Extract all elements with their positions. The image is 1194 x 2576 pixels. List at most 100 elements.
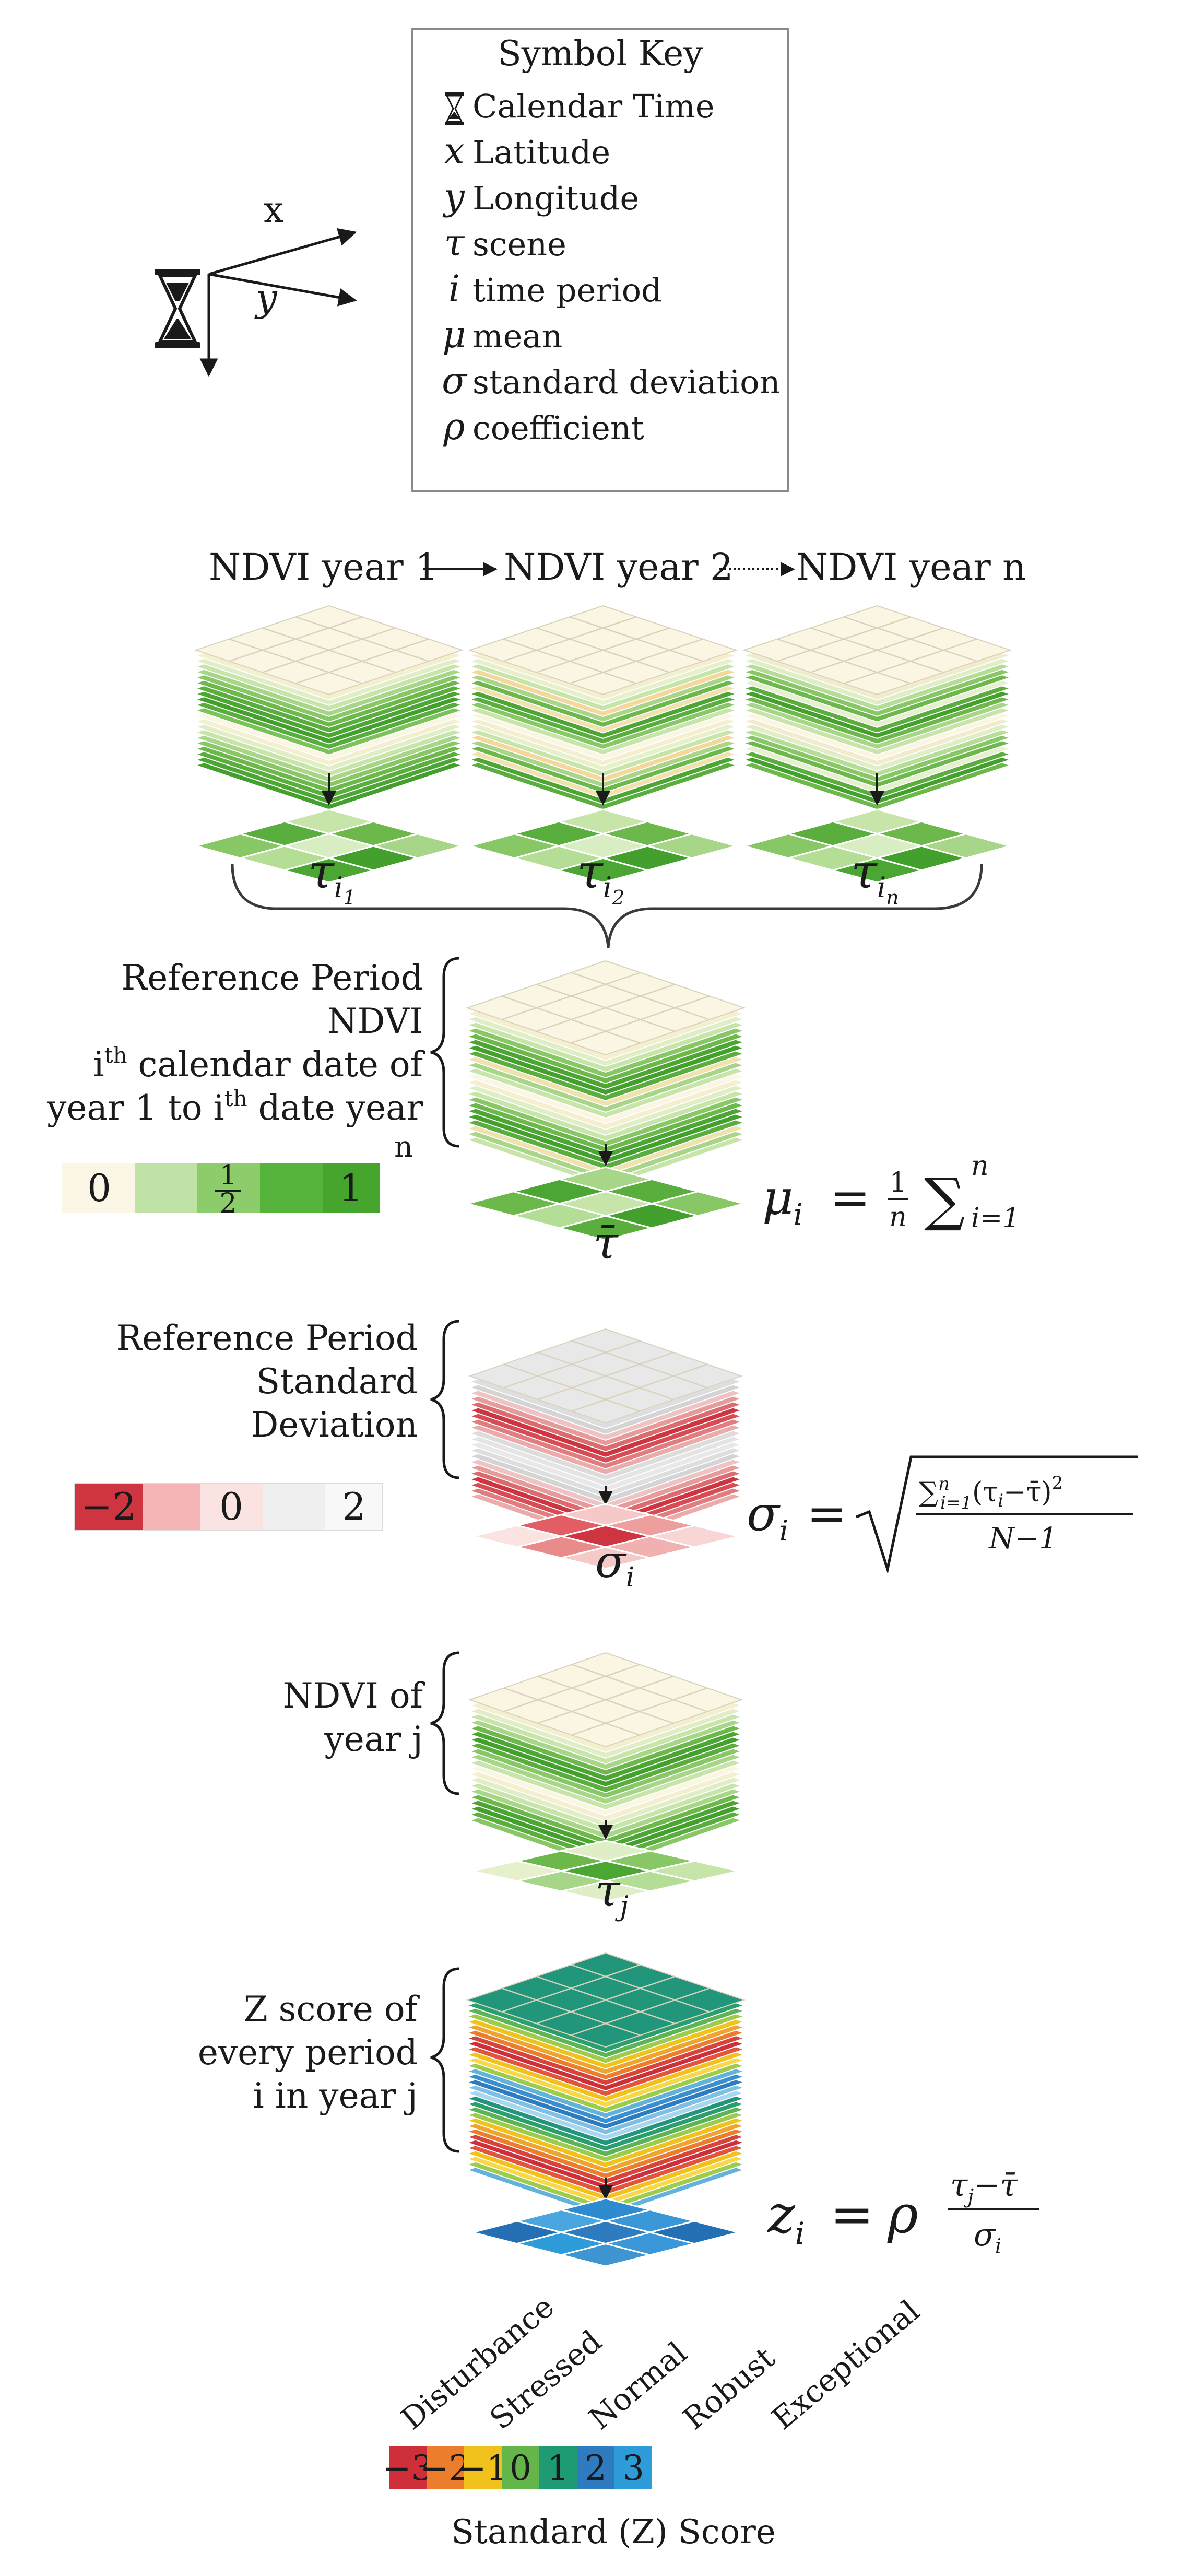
symbol-key-row: Calendar Time — [445, 87, 715, 125]
ndvi-legend-label-half-den: 2 — [219, 1188, 237, 1219]
z-legend-cell — [577, 2446, 614, 2489]
z-legend-value: 3 — [622, 2448, 644, 2488]
year-j-caption-2: year j — [324, 1719, 423, 1759]
z-legend-cell — [427, 2446, 464, 2489]
ref-mean-scene-label: τ̄ — [593, 1217, 619, 1269]
z-legend-title: Standard (Z) Score — [451, 2513, 775, 2551]
svg-text:∑: ∑ — [924, 1166, 965, 1233]
sd-legend-label-neg2: −2 — [81, 1485, 136, 1528]
reference-sd-tile — [472, 1503, 739, 1570]
svg-text:=: = — [830, 2184, 874, 2245]
z-legend-cell — [614, 2446, 652, 2489]
svg-text:∑ni=1(τi−τ̄)2: ∑ni=1(τi−τ̄)2 — [919, 1473, 1063, 1513]
z-formula: zi = ρ τj−τ̄ σi — [767, 2167, 1039, 2257]
ref-sd-caption-1: Reference Period — [116, 1318, 418, 1358]
ref-mean-brace — [430, 957, 460, 1148]
symbol-key-label: scene — [472, 225, 566, 263]
scene-label-n: τin — [851, 844, 899, 909]
symbol-key-symbol: ρ — [443, 405, 465, 448]
symbol-key-label: Latitude — [472, 133, 610, 171]
ref-sd-caption-3: Deviation — [251, 1405, 418, 1445]
svg-text:i=1: i=1 — [971, 1203, 1020, 1234]
reference-sd-stack — [468, 1328, 743, 1545]
symbol-key-label: standard deviation — [472, 363, 781, 401]
z-legend-value: 0 — [510, 2448, 531, 2488]
ndvi-legend-label-half-num: 1 — [219, 1160, 237, 1191]
ref-mean-n-label: n — [394, 1130, 413, 1164]
ndvi-year-n-label: NDVI year n — [796, 546, 1026, 589]
sd-legend-cell-2 — [200, 1483, 263, 1530]
year-j-brace — [430, 1651, 460, 1795]
z-caption-2: every period — [198, 2032, 418, 2073]
ndvi-legend-label-1: 1 — [339, 1166, 363, 1210]
symbol-key-symbol: σ — [442, 359, 468, 402]
sd-legend-cell-1 — [143, 1483, 200, 1530]
hourglass-icon — [155, 269, 200, 348]
svg-text:N−1: N−1 — [988, 1522, 1058, 1556]
grouping-brace — [231, 864, 983, 948]
scene-label-1: τi1 — [308, 844, 356, 909]
mean-formula: μi = 1 n ∑ n i=1 — [762, 1150, 1020, 1234]
ndvi-year-tile — [467, 808, 739, 884]
symbol-key-symbol: x — [444, 130, 464, 172]
ref-sd-brace — [430, 1320, 460, 1479]
axes-diagram: x y — [155, 190, 357, 377]
symbol-key-label: Longitude — [472, 179, 639, 217]
x-axis-arrow — [208, 228, 357, 276]
svg-text:=: = — [830, 1170, 870, 1226]
z-legend-value: −1 — [457, 2448, 508, 2488]
ndvi-year-tile — [193, 808, 465, 884]
z-legend-value: −3 — [382, 2448, 433, 2488]
raster-stacks — [193, 605, 1013, 2267]
year-j-stack — [468, 1652, 743, 1868]
sd-legend-cell-0 — [75, 1483, 143, 1530]
svg-text:=: = — [807, 1486, 847, 1542]
ndvi-legend-cell-3 — [260, 1163, 323, 1213]
svg-text:n: n — [971, 1150, 989, 1182]
svg-text:1: 1 — [889, 1167, 906, 1198]
z-legend-cell — [389, 2446, 427, 2489]
ref-sd-scene-label: σi — [595, 1536, 634, 1593]
ndvi-legend-cell-4 — [323, 1163, 380, 1213]
z-legend-cell — [464, 2446, 502, 2489]
symbol-key-box — [411, 28, 789, 492]
z-score-tile — [472, 2197, 739, 2267]
symbol-key-label: time period — [472, 271, 662, 309]
z-caption-1: Z score of — [244, 1989, 420, 2029]
sd-legend: −2 0 2 — [74, 1483, 383, 1531]
reference-mean-stack — [465, 960, 746, 1188]
ndvi-legend-cell-1 — [135, 1163, 197, 1213]
symbol-key-symbol: τ — [444, 221, 465, 264]
scene-label-2: τi2 — [577, 844, 624, 909]
z-legend-value: −2 — [420, 2448, 470, 2488]
z-score-section: Z score of every period i in year j zi =… — [198, 1967, 1039, 2257]
year-j-caption-1: NDVI of — [283, 1676, 425, 1716]
ndvi-legend: 0 1 2 1 — [62, 1160, 380, 1219]
sd-legend-label-0: 0 — [219, 1485, 243, 1528]
symbol-key-label: Calendar Time — [472, 87, 715, 125]
sd-legend-label-2: 2 — [342, 1485, 366, 1528]
z-score-stack — [465, 1952, 746, 2218]
svg-text:ρ: ρ — [887, 2184, 918, 2245]
z-legend-category: Exceptional — [765, 2293, 926, 2437]
y-axis-label: y — [254, 276, 278, 320]
hourglass-icon — [445, 92, 464, 125]
ndvi-year-headers: NDVI year 1 NDVI year 2 NDVI year n — [209, 546, 1026, 589]
ref-sd-caption-2: Standard — [256, 1361, 418, 1402]
ref-mean-caption-3: ith calendar date of — [93, 1042, 425, 1085]
reference-mean-section: Reference Period NDVI ith calendar date … — [46, 957, 1020, 1269]
z-legend-value: 2 — [585, 2448, 607, 2488]
symbol-key-symbol: μ — [442, 313, 466, 356]
x-axis-label: x — [264, 190, 283, 231]
reference-sd-section: Reference Period Standard Deviation −2 0… — [74, 1318, 1138, 1593]
svg-text:σi: σi — [974, 2217, 1001, 2257]
svg-text:τj−τ̄: τj−τ̄ — [950, 2167, 1018, 2208]
